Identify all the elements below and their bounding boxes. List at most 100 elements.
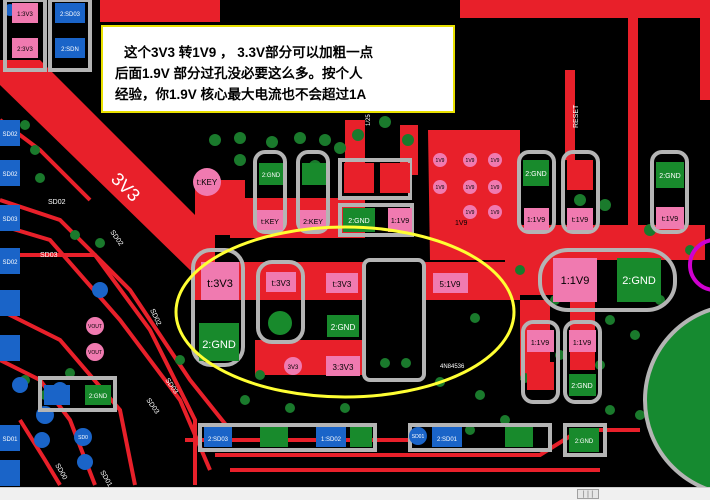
pad-top-1: 1:3V3 (12, 3, 38, 23)
pad-gnd-bottom-3 (505, 427, 533, 447)
pad-gnd2-e: 2:GND (569, 374, 596, 396)
pad-vout-1: VOUT (86, 317, 104, 335)
svg-text:1:1V9: 1:1V9 (391, 218, 409, 225)
pad-3v3-trace: 3:3V3 (326, 356, 360, 376)
pad-gnd2-g: 2:GND (85, 385, 111, 405)
svg-text:1V9: 1V9 (436, 185, 445, 191)
pad-tkey-rect: t:KEY (257, 210, 283, 230)
pad-1v9-d: t:1V9 (567, 208, 593, 230)
svg-text:2:SDN: 2:SDN (61, 47, 79, 53)
pad-gnd2-a: 2:GND (259, 163, 283, 185)
svg-text:1V9: 1V9 (466, 158, 475, 164)
ic-part-label: 4N84536 (440, 364, 465, 370)
pad-gnd2-f: 2:GND (569, 428, 599, 452)
pad-blue-left (44, 385, 70, 405)
svg-text:t:3V3: t:3V3 (333, 280, 352, 289)
pad-gnd-bottom-2 (350, 427, 372, 447)
svg-text:VOUT: VOUT (88, 350, 102, 356)
svg-text:2:GND: 2:GND (622, 275, 656, 287)
pad-1v9-b: 1:1V9 (524, 208, 549, 230)
svg-text:1:3V3: 1:3V3 (17, 12, 33, 18)
svg-text:1:1V9: 1:1V9 (531, 340, 549, 347)
svg-text:SD0: SD0 (78, 435, 88, 441)
horizontal-scrollbar[interactable]: ||| (0, 487, 710, 500)
component-outlines (3, 0, 689, 457)
svg-text:1/25: 1/25 (366, 114, 372, 126)
pad-t3v3-trace: t:3V3 (326, 273, 358, 293)
magenta-ring (688, 238, 710, 292)
svg-text:SD02: SD02 (2, 172, 18, 178)
pad-gnd2-big: 2:GND (199, 323, 239, 361)
vias-1v9 (433, 153, 502, 219)
pad-red-b (380, 163, 410, 193)
pad-top-4: 2:SDN (55, 38, 85, 58)
pad-sd02: 1:SD02 (316, 427, 346, 447)
svg-text:1V9: 1V9 (466, 185, 475, 191)
svg-text:SD02: SD02 (2, 260, 18, 266)
pad-red-c (567, 160, 593, 190)
pad-1v9-e: t:1V9 (656, 207, 684, 229)
svg-text:t:KEY: t:KEY (197, 178, 218, 187)
svg-text:2:GND: 2:GND (202, 339, 236, 351)
svg-text:1:1V9: 1:1V9 (561, 275, 590, 287)
svg-text:1V9: 1V9 (491, 185, 500, 191)
pad-sd0: SD0 (74, 428, 92, 446)
svg-text:3:3V3: 3:3V3 (333, 363, 354, 372)
svg-text:2:GND: 2:GND (89, 394, 108, 400)
regulator-ic[interactable] (362, 258, 426, 382)
svg-text:1V9: 1V9 (466, 210, 475, 216)
svg-text:1:1V9: 1:1V9 (527, 217, 545, 224)
pad-gnd-round (268, 311, 292, 335)
highlight-ellipse (174, 225, 516, 399)
pad-sd03: 2:SD03 (204, 427, 232, 447)
pad-gnd2-c: 2:GND (523, 160, 549, 186)
svg-text:t:1V9: t:1V9 (572, 217, 588, 224)
pad-2key: 2:KEY (300, 210, 326, 230)
svg-text:2:GND: 2:GND (571, 383, 592, 390)
svg-text:3V3: 3V3 (288, 365, 299, 371)
svg-text:t:KEY: t:KEY (261, 219, 279, 226)
pad-gnd-bottom-1 (260, 427, 288, 447)
pad-1v9-sm: 1:1V9 (569, 330, 596, 352)
pad-3v3-small: 3V3 (284, 357, 302, 375)
pad-gnd2-d: 2:GND (656, 162, 684, 188)
pad-red-d (527, 362, 554, 390)
svg-text:2:GND: 2:GND (659, 173, 680, 180)
svg-text:t:3V3: t:3V3 (207, 278, 233, 290)
svg-text:SD02: SD02 (48, 199, 66, 206)
svg-text:2:GND: 2:GND (575, 439, 594, 445)
svg-text:SD01: SD01 (412, 434, 425, 440)
svg-text:2:GND: 2:GND (348, 218, 369, 225)
svg-text:t:3V3: t:3V3 (272, 279, 291, 288)
pad-1v9-c: 1:1V9 (527, 330, 554, 352)
pad-t3v3-big: t:3V3 (201, 262, 239, 300)
pad-gnd-small-1 (302, 163, 326, 185)
pin-label-1v9: 1V9 (455, 220, 468, 227)
pad-red-a (344, 163, 374, 193)
pad-top-2: 2:SD03 (55, 3, 85, 23)
ground-plane-arc (643, 307, 710, 493)
pad-top-3: 2:3V3 (12, 38, 38, 58)
svg-text:1:SD02: 1:SD02 (321, 437, 342, 443)
left-edge-pads: SD02 SD02 SD03 SD02 SD01 (0, 120, 20, 486)
svg-text:1:1V9: 1:1V9 (573, 340, 591, 347)
svg-text:1V9: 1V9 (491, 210, 500, 216)
svg-text:RESET: RESET (573, 104, 580, 128)
pad-tkey-round: t:KEY (193, 168, 221, 196)
svg-text:2:SD01: 2:SD01 (437, 437, 458, 443)
annotation-line-3: 经验，你1.9V 核心最大电流也不会超过1A (115, 87, 367, 102)
svg-text:1V9: 1V9 (491, 158, 500, 164)
annotation-note: 这个3V3 转1V9 ， 3.3V部分可以加粗一点 后面1.9V 部分过孔没必要… (101, 25, 455, 113)
annotation-line-1: 这个3V3 转1V9 ， 3.3V部分可以加粗一点 (124, 45, 374, 60)
svg-text:2:SD03: 2:SD03 (60, 12, 81, 18)
pad-sd01-round: SD01 (409, 427, 427, 445)
annotation-line-2: 后面1.9V 部分过孔没必要这么多。按个人 (115, 66, 363, 81)
svg-text:SD02: SD02 (2, 132, 18, 138)
svg-text:2:SD03: 2:SD03 (208, 437, 229, 443)
pad-5-1v9: 5:1V9 (433, 273, 468, 293)
svg-text:1V9: 1V9 (436, 158, 445, 164)
pad-gnd2-mid: 2:GND (327, 315, 359, 337)
grip-icon[interactable]: ||| (577, 489, 599, 499)
svg-text:2:KEY: 2:KEY (303, 219, 323, 226)
pad-t3v3-small: t:3V3 (266, 272, 296, 292)
